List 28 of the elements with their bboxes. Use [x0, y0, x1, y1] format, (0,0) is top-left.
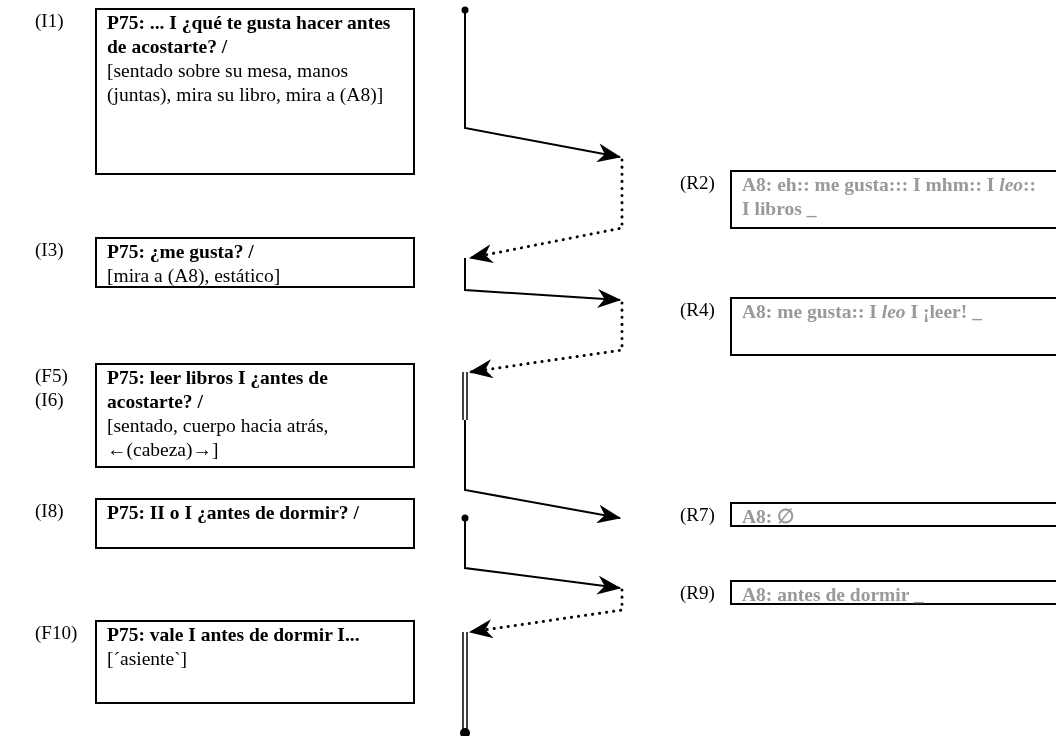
utterance-text: A8: ∅ [742, 505, 796, 529]
turn-code: (R2) [680, 171, 715, 195]
turn-code: (I3) [35, 238, 64, 262]
utterance-text: P75: ¿me gusta? / [107, 240, 255, 264]
utterance-text: P75: ... I ¿qué te gusta hacer antes de acostarte? / [107, 11, 392, 59]
dotted-arrow [468, 588, 624, 639]
dotted-arrow [468, 301, 624, 379]
utterance-text: P75: vale I antes de dormir I... [107, 623, 361, 647]
turn-code: (I6) [35, 388, 65, 412]
turn-code: (R4) [680, 298, 715, 322]
utterance-text: A8: eh:: me gusta::: I mhm:: I leo:: I libros _ [742, 173, 1038, 221]
utterance-text: A8: antes de dormir _ [742, 583, 925, 607]
dotted-arrow [468, 158, 624, 263]
gesture-note: [´asiente`] [107, 647, 189, 671]
utterance-text: P75: leer libros I ¿antes de acostarte? / [107, 366, 329, 414]
turn-code: (R9) [680, 581, 715, 605]
utterance-text: P75: II o I ¿antes de dormir? / [107, 501, 360, 525]
arrow [464, 419, 622, 524]
gesture-note: [mira a (A8), estático] [107, 264, 282, 288]
gesture-note: [sentado, cuerpo hacia atrás, ←(cabeza)→] [107, 414, 330, 462]
utterance-text: A8: me gusta:: I leo I ¡leer! _ [742, 300, 983, 324]
turn-code: (I8) [35, 499, 64, 523]
turn-code: (I1) [35, 9, 64, 33]
arrow [464, 257, 622, 309]
turn-code: (F5) [35, 364, 68, 388]
turn-code: (F10) [35, 621, 78, 645]
turn-code: (R7) [680, 503, 715, 527]
gesture-note: [sentado sobre su mesa, manos (juntas), mira su libro, mira a (A8)] [107, 59, 385, 107]
